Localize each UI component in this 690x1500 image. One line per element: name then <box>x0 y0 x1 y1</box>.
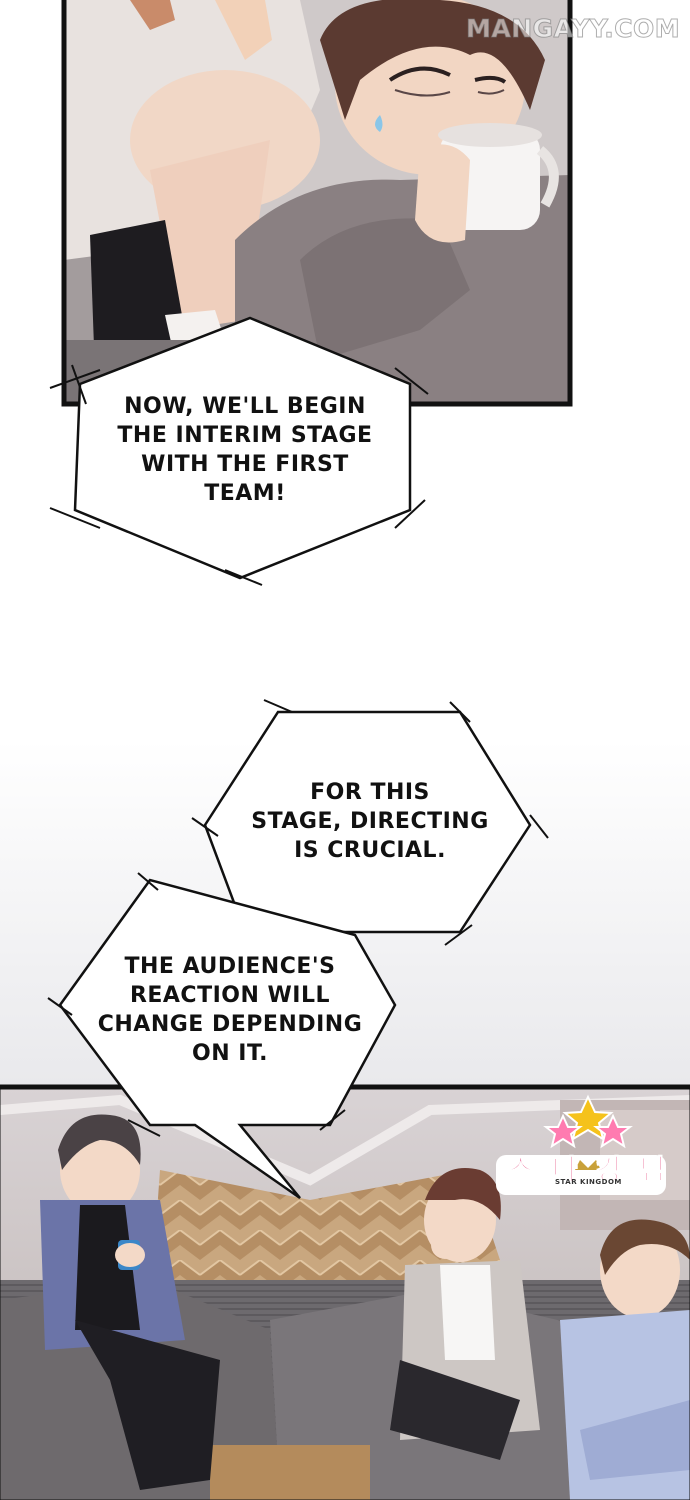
coffee-table <box>210 1445 370 1500</box>
logo-crown-icon <box>575 1160 601 1170</box>
character-right <box>560 1219 690 1500</box>
bubble-line: WITH THE FIRST <box>141 452 349 477</box>
bubble-line: CHANGE DEPENDING <box>97 1012 363 1037</box>
logo-korean-text: 스타킹덤 <box>507 1153 684 1187</box>
girl-shorts <box>90 220 190 375</box>
bubble-line: THE AUDIENCE'S <box>124 954 336 979</box>
bubble-line: TEAM! <box>204 481 286 506</box>
bubble-2-text: FOR THIS STAGE, DIRECTING IS CRUCIAL. <box>220 778 520 865</box>
bubble-line: THE INTERIM STAGE <box>117 423 373 448</box>
character-middle <box>390 1168 540 1460</box>
bubble-line: STAGE, DIRECTING <box>251 809 489 834</box>
man-hand <box>415 144 470 243</box>
watermark: MANGAYY.COM <box>465 14 681 44</box>
bubble-3-text: THE AUDIENCE'S REACTION WILL CHANGE DEPE… <box>80 952 380 1068</box>
girl-hand <box>215 0 272 60</box>
bubble-line: NOW, WE'LL BEGIN <box>124 394 366 419</box>
bubble-line: IS CRUCIAL. <box>294 838 446 863</box>
logo-star-icon <box>593 1113 633 1149</box>
bubble-line: REACTION WILL <box>129 983 331 1008</box>
man-hair <box>320 0 545 120</box>
bubble-1-text: NOW, WE'LL BEGIN THE INTERIM STAGE WITH … <box>90 392 400 508</box>
character-left <box>40 1114 220 1490</box>
speech-bubble-1 <box>49 316 429 586</box>
logo-english-text: STAR KINGDOM <box>555 1178 622 1186</box>
star-kingdom-logo <box>496 1094 666 1195</box>
logo-star-icon <box>543 1113 583 1149</box>
bubble-line: ON IT. <box>192 1041 268 1066</box>
bubble-line: FOR THIS <box>310 780 430 805</box>
speech-bubble-3 <box>47 872 397 1200</box>
top-panel <box>61 0 573 407</box>
